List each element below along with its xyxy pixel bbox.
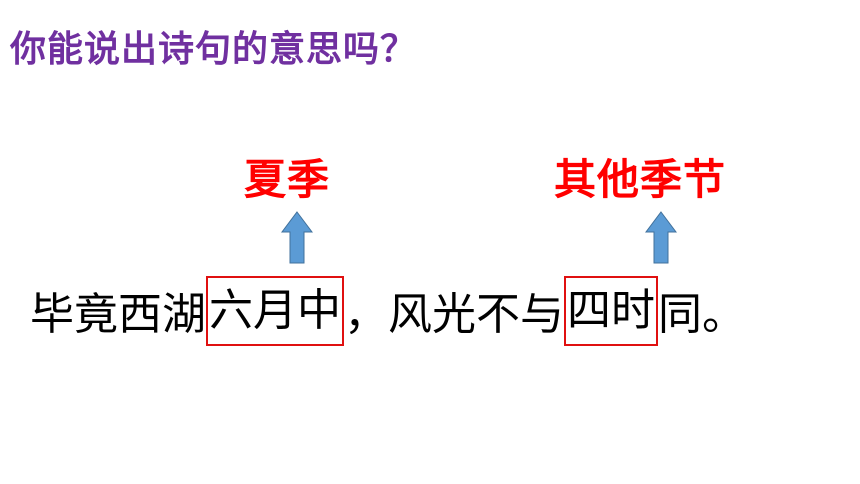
highlight-box-june: 六月中 — [206, 276, 344, 346]
poem-highlight: 四时 — [567, 285, 655, 336]
up-arrow-icon — [281, 211, 313, 264]
up-arrow-icon — [645, 211, 677, 264]
label-summer: 夏季 — [244, 155, 331, 204]
poem-segment: 毕竟西湖 — [30, 289, 206, 340]
poem-line: 毕竟西湖 六月中 ，风光不与 四时 同。 — [30, 276, 746, 346]
question-title: 你能说出诗句的意思吗？ — [10, 29, 418, 70]
label-other-seasons: 其他季节 — [554, 155, 727, 204]
poem-segment: 同。 — [658, 289, 746, 340]
poem-highlight: 六月中 — [209, 285, 341, 336]
highlight-box-four-seasons: 四时 — [564, 276, 658, 346]
poem-segment: ，风光不与 — [344, 289, 564, 340]
